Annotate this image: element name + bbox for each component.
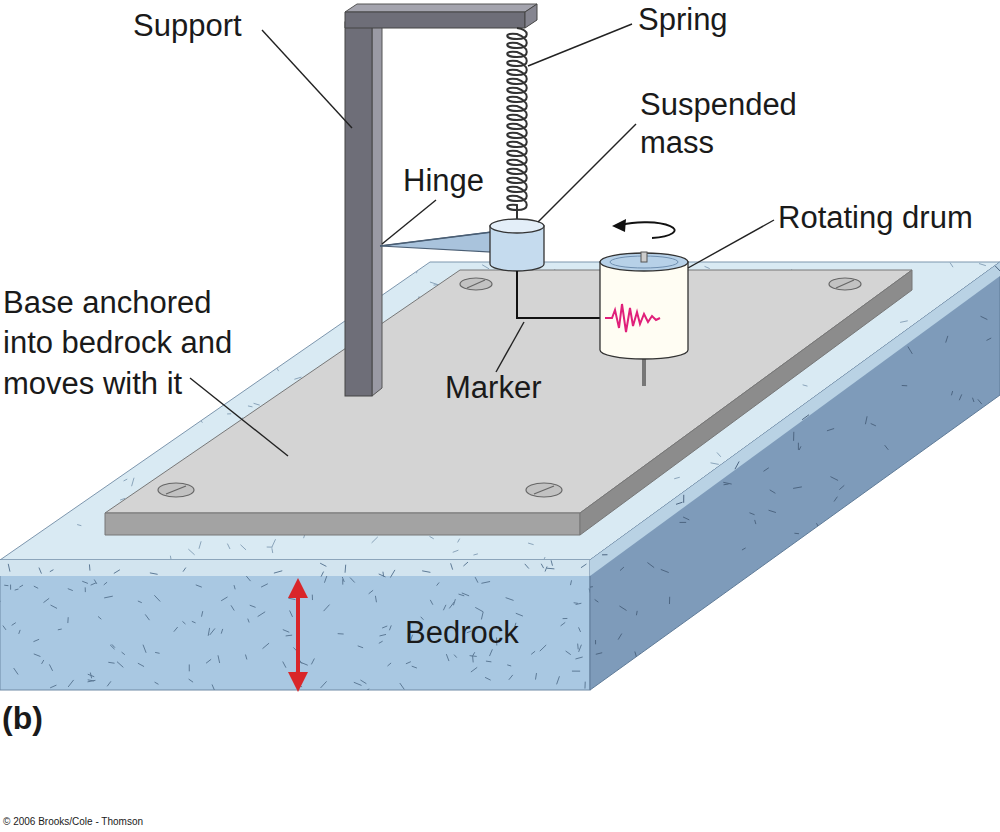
base-plate-front — [105, 513, 580, 535]
marker-rod — [517, 271, 604, 318]
support-post — [345, 22, 372, 396]
support-arm — [345, 12, 525, 28]
part-label: Base anchored into bedrock and moves wit… — [3, 283, 248, 404]
hinge-arm — [380, 232, 492, 252]
support-arm-end — [525, 4, 537, 28]
part-label: Marker — [445, 370, 541, 406]
base-plate-top — [105, 270, 912, 513]
drum-body — [600, 262, 688, 359]
motion-arrow — [296, 588, 300, 682]
rock-texture — [0, 262, 1000, 692]
mass-top — [490, 219, 544, 233]
bedrock-front — [0, 560, 590, 690]
support-arm-top — [345, 4, 537, 12]
part-label: Bedrock — [405, 615, 519, 651]
part-label: Rotating drum — [778, 200, 973, 236]
rotation-arrowhead — [612, 219, 626, 232]
drum-top — [600, 253, 688, 271]
bedrock-top-layer — [0, 560, 590, 576]
rotation-arrow — [622, 222, 675, 238]
part-label: Spring — [638, 2, 728, 38]
hinge-arm-edge — [380, 232, 492, 246]
spring-coil — [507, 28, 527, 219]
part-label: Suspended mass — [640, 86, 815, 162]
drum-spindle — [641, 252, 647, 262]
support-side — [372, 14, 382, 396]
figure-letter: (b) — [2, 700, 43, 737]
part-label: Support — [133, 8, 242, 44]
part-label: Hinge — [403, 163, 484, 199]
copyright-note: © 2006 Brooks/Cole - Thomson — [3, 816, 143, 828]
seismic-trace — [605, 304, 660, 332]
screws — [158, 278, 861, 497]
base-plate-side — [580, 270, 912, 535]
